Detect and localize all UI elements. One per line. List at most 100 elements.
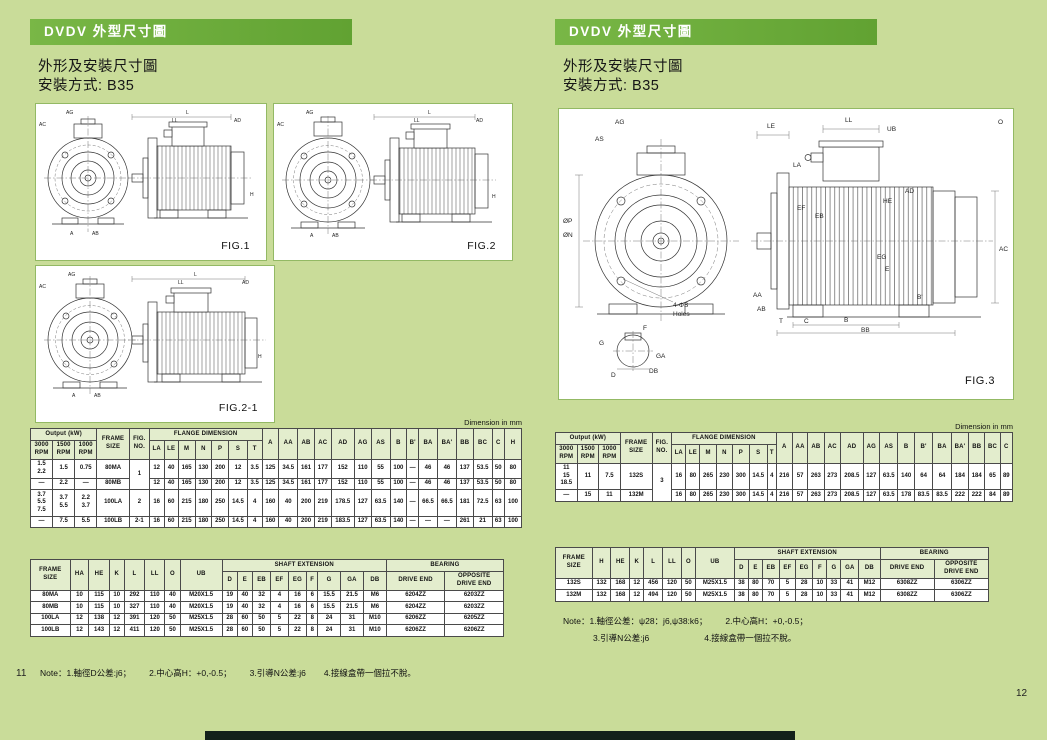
data-cell: 115 bbox=[88, 589, 110, 602]
data-cell: 60 bbox=[236, 624, 253, 637]
header-cell: EG bbox=[794, 558, 814, 579]
header-cell: LA bbox=[148, 439, 165, 460]
data-cell: 216 bbox=[775, 462, 794, 490]
dimension-label: AC bbox=[39, 122, 46, 128]
data-cell: 16 bbox=[287, 601, 308, 614]
header-cell: GA bbox=[840, 558, 860, 579]
data-cell: 16 bbox=[287, 589, 308, 602]
data-cell: 53.5 bbox=[472, 458, 493, 479]
data-cell: 16 bbox=[671, 462, 687, 490]
header-cell: T bbox=[767, 443, 777, 464]
dimension-label: AS bbox=[595, 136, 604, 143]
data-cell: 152 bbox=[330, 458, 355, 479]
header-cell: DB bbox=[858, 558, 881, 579]
data-cell: 7.5 bbox=[598, 462, 621, 490]
data-cell: 31 bbox=[340, 624, 364, 637]
data-cell: 12 bbox=[69, 624, 90, 637]
header-cell: B bbox=[897, 432, 915, 464]
data-cell: 12 bbox=[148, 477, 165, 490]
note-part: 4.接線盒帶一個拉不脫。 bbox=[323, 668, 416, 678]
data-cell: 1 bbox=[128, 458, 150, 490]
data-cell: 161 bbox=[297, 458, 315, 479]
data-cell: 41 bbox=[840, 577, 860, 590]
header-cell: BA' bbox=[950, 432, 970, 464]
dimension-label: AG bbox=[615, 119, 624, 126]
header-cell: G bbox=[317, 570, 342, 591]
data-cell: 89 bbox=[999, 489, 1014, 502]
data-cell: 250 bbox=[211, 489, 230, 517]
header-cell: E bbox=[747, 558, 763, 579]
header-cell: SHAFT EXTENSION bbox=[221, 559, 387, 572]
data-cell: 160 bbox=[261, 515, 280, 528]
data-cell: 80MA bbox=[96, 458, 130, 479]
data-cell: 60 bbox=[163, 515, 179, 528]
data-cell: — bbox=[406, 477, 420, 490]
data-cell: 22 bbox=[287, 624, 308, 637]
data-cell: 80MB bbox=[96, 477, 130, 490]
left-dimension-unit-note: Dimension in mm bbox=[464, 418, 522, 427]
header-cell: LL bbox=[662, 547, 682, 579]
dimension-label: AG bbox=[306, 110, 313, 116]
data-cell: 50 bbox=[680, 577, 696, 590]
dimension-label: LL bbox=[414, 118, 420, 124]
data-cell: 80 bbox=[747, 577, 763, 590]
data-cell: 273 bbox=[823, 462, 841, 490]
header-cell: O bbox=[680, 547, 696, 579]
header-cell: SHAFT EXTENSION bbox=[733, 547, 881, 560]
header-cell: F bbox=[306, 570, 319, 591]
data-cell: 55 bbox=[370, 458, 391, 479]
dimension-label: G bbox=[599, 340, 604, 347]
data-cell: 4 bbox=[270, 589, 289, 602]
header-cell: FIG.NO. bbox=[128, 428, 150, 460]
data-cell: 5 bbox=[270, 612, 289, 625]
data-cell: 161 bbox=[297, 477, 315, 490]
data-cell: 140 bbox=[389, 515, 408, 528]
header-cell: BA bbox=[932, 432, 952, 464]
header-cell: BA bbox=[418, 428, 438, 460]
header-cell: D bbox=[733, 558, 749, 579]
data-cell: 12 bbox=[629, 589, 645, 602]
data-cell: 120 bbox=[144, 624, 166, 637]
dimension-label: AA bbox=[753, 292, 762, 299]
right-page-titles: 外形及安裝尺寸圖 安裝方式: B35 bbox=[563, 58, 683, 96]
note-part: Note：1.軸徑公差：ψ28：j6,ψ38:k6； bbox=[563, 616, 708, 626]
header-cell: DB bbox=[362, 570, 387, 591]
data-cell: 178.5 bbox=[330, 489, 355, 517]
data-cell: 46 bbox=[418, 477, 438, 490]
data-cell: 38 bbox=[733, 589, 749, 602]
data-cell: M6 bbox=[362, 589, 387, 602]
data-cell: 120 bbox=[662, 577, 682, 590]
data-cell: 140 bbox=[389, 489, 408, 517]
data-cell: 3 bbox=[651, 462, 673, 502]
data-cell: 33 bbox=[826, 589, 842, 602]
header-cell: H bbox=[591, 547, 612, 579]
header-cell: D bbox=[221, 570, 238, 591]
data-cell: 19 bbox=[221, 589, 238, 602]
header-cell: AD bbox=[330, 428, 355, 460]
right-page-header-title: DVDV 外型尺寸圖 bbox=[569, 24, 693, 39]
data-cell: 130 bbox=[194, 477, 213, 490]
data-cell: 100LB bbox=[96, 515, 130, 528]
data-cell: 64 bbox=[913, 462, 934, 490]
data-cell: — bbox=[418, 515, 438, 528]
data-cell: M6 bbox=[362, 601, 387, 614]
dimension-label: A bbox=[310, 233, 314, 239]
dimension-label: F bbox=[643, 325, 647, 332]
header-cell: O bbox=[164, 559, 181, 591]
dimension-label: H bbox=[258, 354, 262, 360]
dimension-label: EB bbox=[815, 213, 824, 220]
